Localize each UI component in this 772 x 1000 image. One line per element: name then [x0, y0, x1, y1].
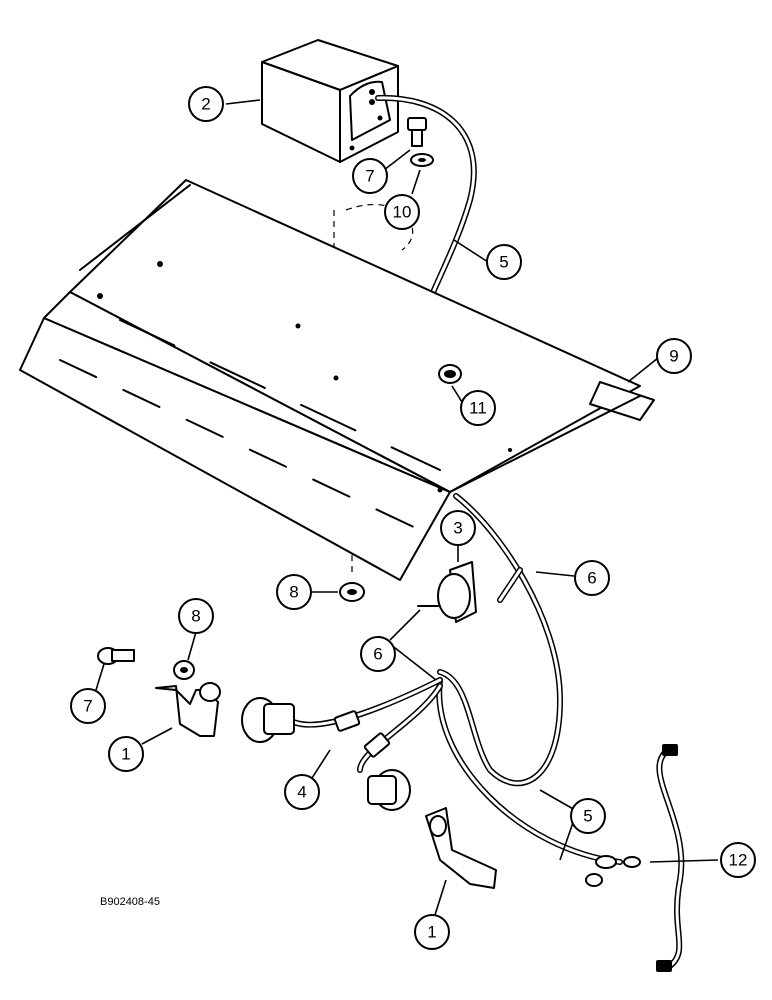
- callout-5-upper: 5: [486, 244, 522, 280]
- callout-label: 1: [121, 745, 130, 764]
- callout-label: 3: [453, 519, 462, 538]
- callout-1-lower: 1: [414, 914, 450, 950]
- cable-lower: [436, 493, 623, 865]
- bolt-upper: [407, 117, 427, 147]
- callout-12: 12: [720, 842, 756, 878]
- callout-label: 12: [729, 851, 748, 870]
- bracket-lower: [425, 807, 497, 889]
- callout-label: 4: [297, 783, 306, 802]
- callout-label: 11: [469, 399, 487, 418]
- callout-3: 3: [440, 510, 476, 546]
- callout-label: 7: [365, 167, 374, 186]
- callout-label: 5: [499, 253, 508, 272]
- callout-label: 6: [587, 569, 596, 588]
- nut-lower: [173, 660, 195, 680]
- callout-label: 6: [373, 645, 382, 664]
- callout-label: 5: [583, 807, 592, 826]
- callout-label: 7: [83, 697, 92, 716]
- relay-bracket: [417, 561, 477, 623]
- callout-8-lower: 8: [178, 598, 214, 634]
- callout-8-middle: 8: [276, 574, 312, 610]
- harness: [241, 677, 443, 811]
- callout-label: 9: [669, 347, 678, 366]
- callout-7-lower: 7: [70, 688, 106, 724]
- callout-label: 10: [393, 203, 412, 222]
- washer: [410, 153, 434, 167]
- bracket-upper: [155, 682, 221, 737]
- callout-5-lower: 5: [570, 798, 606, 834]
- callout-label: 1: [427, 923, 436, 942]
- leader-lines: [95, 99, 719, 919]
- nut-middle: [339, 582, 365, 602]
- callout-9: 9: [656, 338, 692, 374]
- callout-11: 11: [460, 390, 496, 426]
- mounting-plate: [19, 179, 655, 581]
- callout-label: 8: [289, 583, 298, 602]
- bolt-lower: [97, 647, 135, 665]
- callout-1-upper: 1: [108, 736, 144, 772]
- callout-label: 2: [201, 95, 210, 114]
- callout-10: 10: [384, 194, 420, 230]
- callout-4: 4: [284, 774, 320, 810]
- callout-6-right: 6: [574, 560, 610, 596]
- callout-label: 8: [191, 607, 200, 626]
- grommet: [438, 364, 462, 384]
- jumper-harness: [585, 744, 685, 972]
- figure-id: B902408-45: [100, 896, 160, 908]
- module-box: [261, 39, 399, 163]
- callout-6-center: 6: [360, 636, 396, 672]
- callout-7-upper: 7: [352, 158, 388, 194]
- callout-2: 2: [188, 86, 224, 122]
